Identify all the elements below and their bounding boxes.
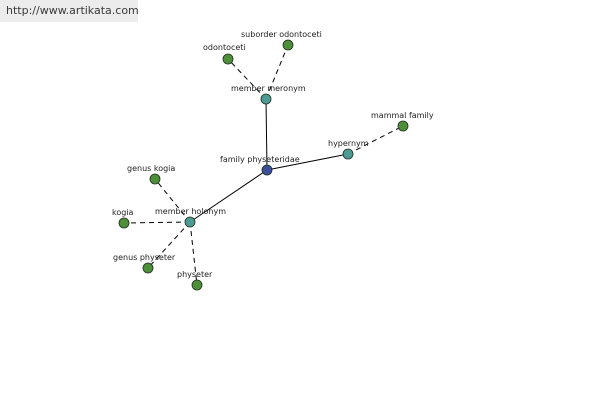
- node-physeter[interactable]: [191, 279, 203, 291]
- label-kogia: kogia: [112, 208, 134, 217]
- node-mammal-family[interactable]: [397, 120, 409, 132]
- node-kogia[interactable]: [118, 217, 130, 229]
- edge-hypernym-mammal-family: [347, 125, 404, 155]
- edge-center-hypernym: [266, 153, 349, 171]
- node-family-physeteridae[interactable]: [261, 164, 273, 176]
- node-genus-kogia[interactable]: [149, 173, 161, 185]
- edge-center-meronym: [265, 98, 268, 171]
- label-odontoceti: odontoceti: [203, 43, 246, 52]
- edge-meronym-suborder-odontoceti: [265, 44, 289, 100]
- label-genus-kogia: genus kogia: [127, 164, 175, 173]
- label-member-holonym: member holonym: [155, 207, 226, 216]
- edge-meronym-odontoceti: [227, 58, 267, 100]
- label-genus-physeter: genus physeter: [113, 253, 176, 262]
- label-physeter: physeter: [177, 270, 213, 279]
- node-member-meronym[interactable]: [260, 93, 272, 105]
- watermark-url: http://www.artikata.com: [0, 0, 139, 22]
- node-hypernym[interactable]: [342, 148, 354, 160]
- label-member-meronym: member meronym: [231, 84, 306, 93]
- edge-holonym-genus-physeter: [147, 221, 191, 269]
- edge-holonym-physeter: [189, 221, 198, 286]
- label-hypernym: hypernym: [328, 139, 369, 148]
- label-suborder-odontoceti: suborder odontoceti: [241, 30, 322, 39]
- node-odontoceti[interactable]: [222, 53, 234, 65]
- label-family-physeteridae: family physeteridae: [220, 155, 300, 164]
- node-genus-physeter[interactable]: [142, 262, 154, 274]
- node-suborder-odontoceti[interactable]: [282, 39, 294, 51]
- edge-holonym-kogia: [123, 221, 191, 224]
- edge-holonym-genus-kogia: [154, 178, 191, 223]
- node-member-holonym[interactable]: [184, 216, 196, 228]
- label-mammal-family: mammal family: [371, 111, 434, 120]
- edge-center-holonym: [189, 169, 268, 223]
